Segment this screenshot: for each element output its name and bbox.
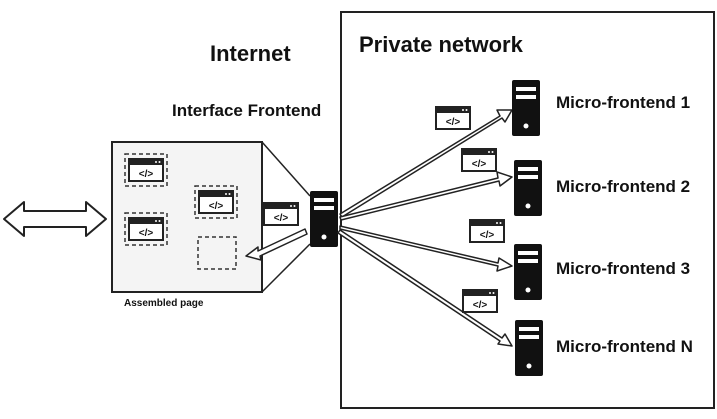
arrow-to-mfN <box>337 229 513 347</box>
internet-label: Internet <box>210 41 291 66</box>
server-icon <box>514 160 542 216</box>
code-window-icon <box>469 219 505 243</box>
micro-frontend-n-label: Micro-frontend N <box>556 337 693 356</box>
micro-frontend-1-label: Micro-frontend 1 <box>556 93 690 112</box>
server-icon <box>515 320 543 376</box>
micro-frontend-3-label: Micro-frontend 3 <box>556 259 690 278</box>
page-component-2 <box>194 185 238 219</box>
arrow-to-mf3 <box>339 225 513 272</box>
fanout-arrows <box>337 109 513 347</box>
inbound-arrow <box>245 228 308 261</box>
private-network-label: Private network <box>359 32 524 57</box>
page-component-1 <box>124 153 168 187</box>
server-icon <box>512 80 540 136</box>
page-component-3 <box>124 212 168 246</box>
code-window-icon <box>461 148 497 172</box>
server-icon <box>514 244 542 300</box>
arrow-to-mf1 <box>339 109 513 218</box>
code-window-icon <box>263 202 299 226</box>
micro-frontend-2-label: Micro-frontend 2 <box>556 177 690 196</box>
projection-line-top <box>261 141 311 197</box>
assembled-page-label: Assembled page <box>124 298 204 309</box>
arrow-to-mf2 <box>339 171 513 221</box>
code-window-icon <box>435 106 471 130</box>
server-icon <box>310 191 338 247</box>
interface-frontend-label: Interface Frontend <box>172 101 321 120</box>
double-arrow-icon <box>3 201 107 237</box>
code-window-icon <box>462 289 498 313</box>
projection-line-bottom <box>261 243 311 293</box>
